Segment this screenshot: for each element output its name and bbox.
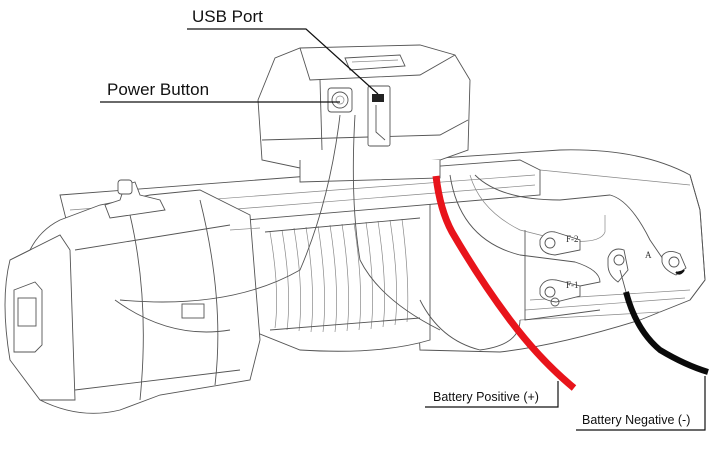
terminal-a-label: A	[645, 250, 652, 260]
control-wires	[119, 114, 666, 331]
usb-port[interactable]	[367, 85, 391, 147]
battery-positive-cable	[432, 175, 577, 391]
terminal-f2	[539, 231, 581, 256]
battery-negative-cable	[623, 291, 709, 375]
leader-lines	[100, 28, 706, 431]
winch-drum	[229, 184, 521, 352]
battery-negative-label: Battery Negative (-)	[582, 413, 691, 427]
terminal-f2-label: F-2	[566, 234, 579, 244]
terminal-f1	[539, 279, 581, 307]
control-box	[257, 44, 471, 183]
power-button[interactable]	[327, 87, 353, 113]
battery-negative-leader	[576, 376, 706, 431]
terminal-a2	[661, 251, 687, 276]
usb-port-leader	[187, 28, 379, 95]
power-button-label: Power Button	[107, 80, 210, 99]
gearbox-housing	[4, 189, 261, 414]
battery-positive-label: Battery Positive (+)	[433, 390, 539, 404]
negative-cable-link	[619, 269, 627, 293]
usb-port-label: USB Port	[192, 7, 263, 26]
clutch-lever	[104, 179, 166, 219]
terminal-f1-label: F-1	[566, 280, 579, 290]
battery-positive-leader	[425, 381, 559, 408]
terminal-a	[607, 248, 629, 283]
